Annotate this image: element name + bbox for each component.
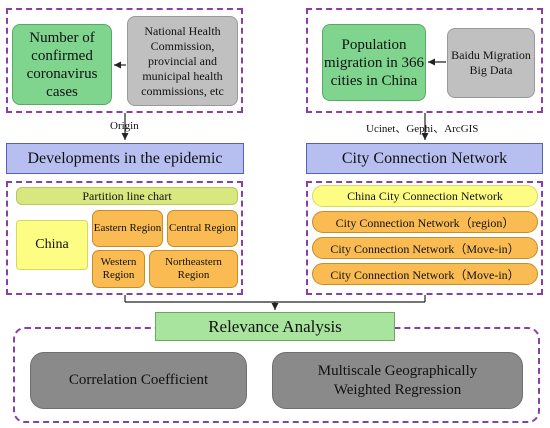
left-partition-group — [6, 181, 243, 295]
baidu-data-box: Baidu Migration Big Data — [447, 28, 535, 98]
northeastern-region-text: Northeastern Region — [165, 256, 222, 281]
western-region-box: Western Region — [92, 250, 145, 288]
central-region-text: Central Region — [169, 222, 236, 234]
central-region-box: Central Region — [167, 210, 238, 247]
epidemic-band: Developments in the epidemic — [6, 143, 244, 174]
health-commission-text: National Health Commission, provincial a… — [141, 23, 224, 98]
partition-chart-text: Partition line chart — [82, 188, 172, 203]
northeastern-region-box: Northeastern Region — [149, 250, 238, 288]
network-movein-text-2: City Connection Network（Move-in） — [330, 267, 520, 282]
tools-label: Ucinet、Gephi、ArcGIS — [366, 123, 479, 135]
right-source-group — [306, 8, 543, 113]
eastern-region-box: Eastern Region — [92, 210, 163, 247]
epidemic-band-title: Developments in the epidemic — [27, 149, 223, 167]
mgwr-text: Multiscale Geographically Weighted Regre… — [317, 362, 478, 398]
origin-label: Origin — [110, 120, 139, 132]
network-region-box: City Connection Network（region） — [312, 211, 538, 233]
western-region-text: Western Region — [100, 256, 137, 281]
china-network-text: China City Connection Network — [347, 188, 503, 203]
correlation-coefficient-box: Correlation Coefficient — [30, 352, 247, 409]
population-migration-box: Population migration in 366 cities in Ch… — [322, 24, 426, 101]
china-network-box: China City Connection Network — [312, 185, 538, 207]
network-movein-box-1: City Connection Network（Move-in） — [312, 237, 538, 259]
partition-chart-box: Partition line chart — [16, 187, 238, 205]
confirmed-cases-text: Number of confirmed coronavirus cases — [26, 29, 98, 100]
network-band: City Connection Network — [306, 143, 543, 174]
network-movein-text-1: City Connection Network（Move-in） — [330, 241, 520, 256]
health-commission-box: National Health Commission, provincial a… — [127, 16, 238, 106]
network-movein-box-2: City Connection Network（Move-in） — [312, 263, 538, 285]
china-text: China — [35, 237, 69, 252]
network-region-text: City Connection Network（region） — [335, 215, 515, 230]
left-source-group — [6, 8, 243, 113]
right-network-group — [306, 181, 543, 295]
correlation-coefficient-text: Correlation Coefficient — [68, 372, 209, 388]
confirmed-cases-box: Number of confirmed coronavirus cases — [12, 24, 112, 105]
mgwr-box: Multiscale Geographically Weighted Regre… — [272, 352, 523, 409]
eastern-region-text: Eastern Region — [93, 222, 162, 234]
china-box: China — [16, 220, 88, 270]
population-migration-text: Population migration in 366 cities in Ch… — [324, 36, 424, 89]
relevance-analysis-box: Relevance Analysis — [155, 312, 395, 341]
baidu-data-text: Baidu Migration Big Data — [451, 48, 531, 77]
network-band-title: City Connection Network — [341, 149, 508, 167]
relevance-analysis-title: Relevance Analysis — [208, 316, 342, 336]
